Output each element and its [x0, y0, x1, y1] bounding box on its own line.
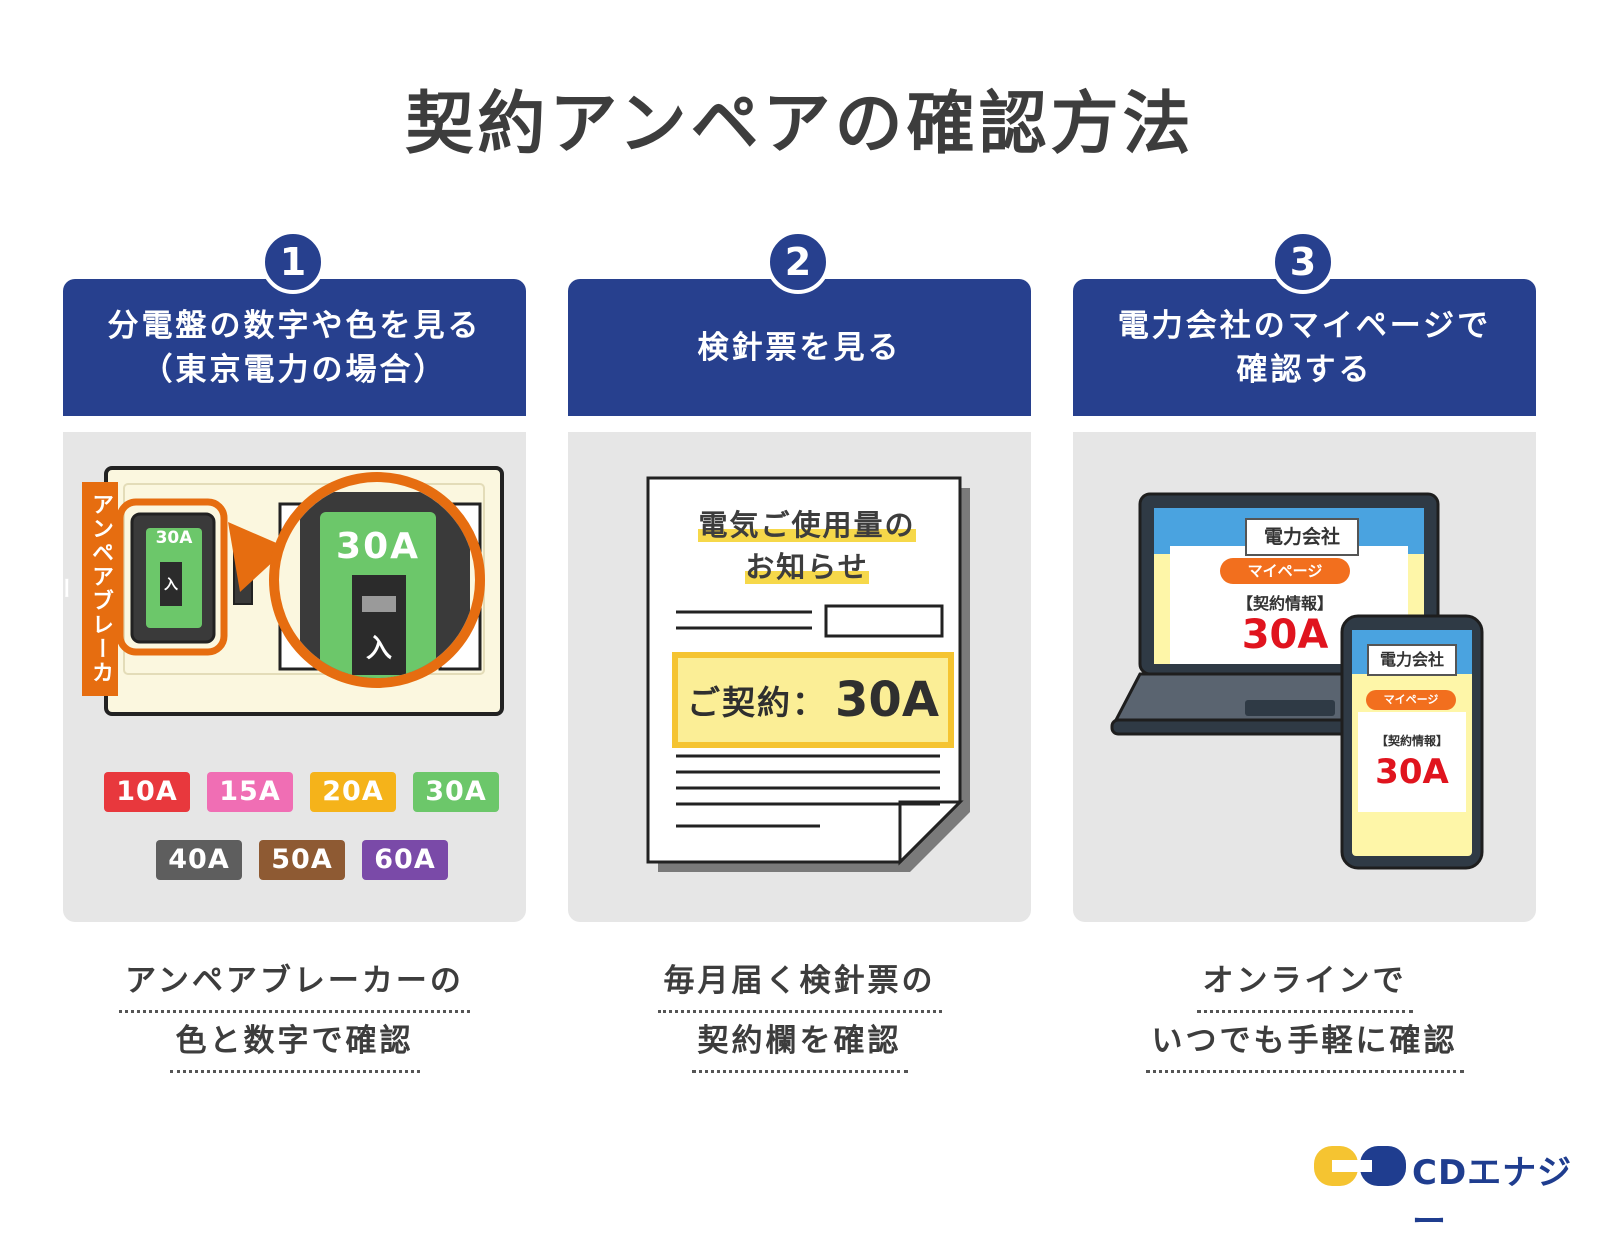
page-title: 契約アンペアの確認方法 — [405, 85, 1195, 164]
contract-amp-box: ご契約： 30A — [672, 652, 954, 748]
small-breaker-value: 30A — [155, 528, 193, 548]
step-2-caption-line1: 毎月届く検針票の — [568, 955, 1031, 1013]
contract-value: 30A — [835, 672, 939, 728]
amp-chip-15a: 15A — [207, 772, 293, 812]
step-3-number: 3 — [1271, 230, 1335, 294]
step-2-number: 2 — [766, 230, 830, 294]
zoom-breaker-switch: 入 — [365, 634, 392, 664]
phone-mypage-badge: マイページ — [1366, 690, 1456, 710]
amp-chip-50a: 50A — [259, 840, 345, 880]
step-2-heading-line1: 検針票を見る — [697, 329, 902, 366]
phone-amp-value: 30A — [1375, 752, 1449, 792]
contract-label: ご契約： — [687, 683, 828, 722]
laptop-info-label: 【契約情報】 — [1236, 594, 1333, 613]
step-3-heading-line1: 電力会社のマイページで — [1117, 307, 1492, 344]
smartphone-illustration — [1340, 614, 1484, 870]
laptop-amp-value: 30A — [1241, 612, 1329, 658]
step-3-caption-line2: いつでも手軽に確認 — [1073, 1015, 1536, 1073]
step-1-heading-line2: （東京電力の場合） — [141, 351, 448, 388]
step-1-caption-line2: 色と数字で確認 — [63, 1015, 526, 1073]
amp-chip-40a: 40A — [156, 840, 242, 880]
ampere-breaker-label: アンペアブレーカー — [52, 482, 118, 696]
laptop-company-label: 電力会社 — [1245, 518, 1359, 556]
small-breaker-switch: 入 — [164, 577, 178, 593]
amp-chip-30a: 30A — [413, 772, 499, 812]
bill-title-line2: お知らせ — [745, 550, 869, 584]
step-2-heading: 検針票を見る — [568, 279, 1031, 416]
zoom-breaker-value: 30A — [336, 526, 420, 567]
amp-chip-20a: 20A — [310, 772, 396, 812]
step-1-heading: 分電盤の数字や色を見る （東京電力の場合） — [63, 279, 526, 416]
phone-info-label: 【契約情報】 — [1375, 734, 1448, 748]
phone-company-label: 電力会社 — [1367, 644, 1457, 676]
step-3-caption-line1: オンラインで — [1073, 955, 1536, 1013]
cd-energy-logo-text: CDエナジー — [1412, 1153, 1573, 1242]
cd-energy-logo-icon — [1314, 1146, 1406, 1186]
step-1-caption-line1: アンペアブレーカーの — [63, 955, 526, 1013]
bill-title-line1: 電気ご使用量の — [698, 508, 916, 542]
amp-chip-60a: 60A — [362, 840, 448, 880]
amp-chip-10a: 10A — [104, 772, 190, 812]
step-3-heading-line2: 確認する — [1236, 351, 1373, 388]
step-3-heading: 電力会社のマイページで 確認する — [1073, 279, 1536, 416]
breaker-board-illustration — [104, 466, 504, 716]
step-1-heading-line1: 分電盤の数字や色を見る — [107, 307, 482, 344]
laptop-mypage-badge: マイページ — [1220, 558, 1350, 584]
step-1-number: 1 — [261, 230, 325, 294]
step-2-caption-line2: 契約欄を確認 — [568, 1015, 1031, 1073]
